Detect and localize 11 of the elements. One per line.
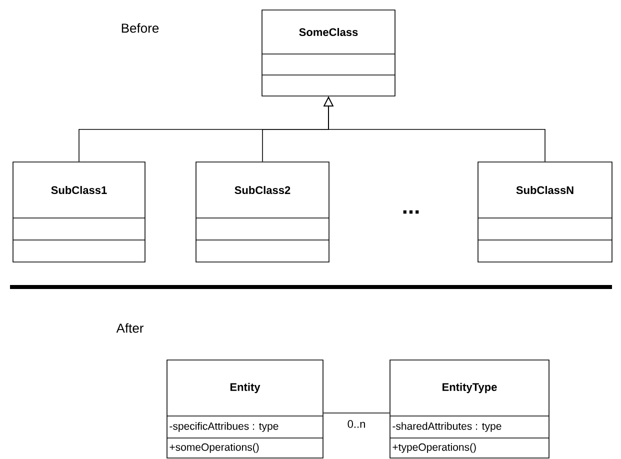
class-box: SubClassN xyxy=(478,162,612,262)
class-box: SubClass1 xyxy=(12,162,146,262)
section-heading: Before xyxy=(122,23,159,33)
class-box: SomeClass xyxy=(262,10,396,96)
ellipsis: ... xyxy=(403,210,419,214)
class-box: SubClass2 xyxy=(196,162,330,262)
edge-label: 0..n xyxy=(346,419,367,429)
class-box: EntityType -sharedAttributes : type +typeOperations() xyxy=(390,360,550,458)
connector xyxy=(323,412,390,414)
class-box: Entity -specificAttribues : type +someOperations() xyxy=(166,360,324,458)
section-heading: After xyxy=(116,323,144,333)
